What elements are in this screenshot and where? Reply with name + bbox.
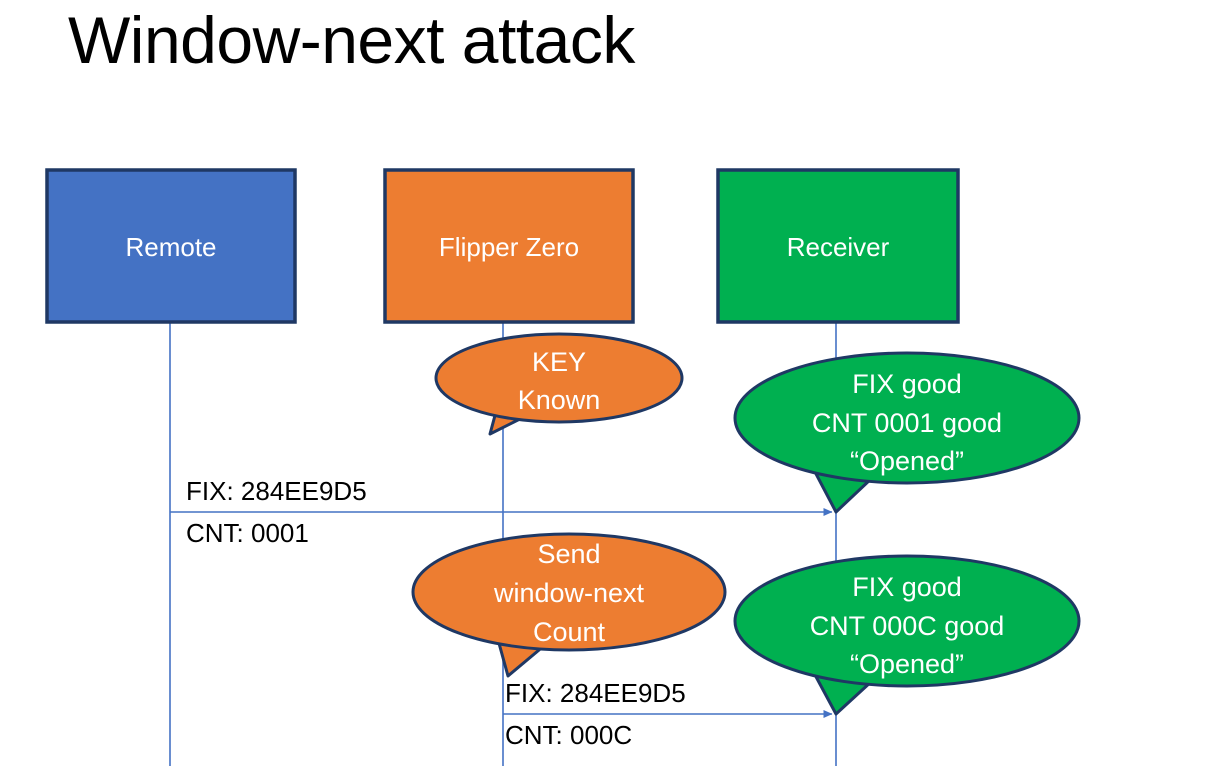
callout-key-known-line-1: KEY: [532, 347, 586, 377]
message-label-remote-fix: FIX: 284EE9D5: [186, 476, 367, 506]
message-label-flipper-cnt: CNT: 000C: [505, 720, 632, 750]
actor-remote-label: Remote: [125, 232, 216, 262]
message-label-remote-cnt: CNT: 0001: [186, 518, 309, 548]
actor-receiver[interactable]: Receiver: [716, 168, 960, 324]
callout-fix-good-000c-line-2: CNT 000C good: [810, 611, 1005, 641]
actor-flipper-zero-box[interactable]: [383, 168, 635, 324]
callout-send-window-next-count-line-2: window-next: [493, 578, 645, 608]
message-label-flipper-fix: FIX: 284EE9D5: [505, 678, 686, 708]
page-title: Window-next attack: [68, 3, 635, 77]
message-label-flipper-to-receiver: FIX: 284EE9D5 CNT: 000C: [505, 678, 686, 750]
callout-fix-good-0001-body[interactable]: [733, 351, 1081, 485]
callout-key-known-line-2: Known: [518, 385, 601, 415]
message-label-remote-to-receiver: FIX: 284EE9D5 CNT: 0001: [186, 476, 367, 548]
callout-key-known-body[interactable]: [434, 332, 684, 424]
callout-fix-good-0001-line-1: FIX good: [852, 369, 962, 399]
callout-send-window-next-count-line-3: Count: [533, 617, 606, 647]
callout-fix-good-0001-line-2: CNT 0001 good: [812, 408, 1002, 438]
callout-fix-good-000c[interactable]: FIX good CNT 000C good “Opened”: [733, 554, 1081, 716]
callout-send-window-next-count[interactable]: Send window-next Count: [411, 532, 727, 678]
messages-group: [170, 508, 833, 718]
callout-fix-good-000c-line-3: “Opened”: [850, 649, 964, 679]
callout-send-window-next-count-body[interactable]: [411, 532, 727, 652]
actor-receiver-label: Receiver: [787, 232, 890, 262]
callout-send-window-next-count-line-1: Send: [537, 539, 600, 569]
callout-fix-good-000c-line-1: FIX good: [852, 572, 962, 602]
actor-flipper-zero-label: Flipper Zero: [439, 232, 579, 262]
callout-fix-good-0001[interactable]: FIX good CNT 0001 good “Opened”: [733, 351, 1081, 514]
actor-remote[interactable]: Remote: [45, 168, 297, 324]
callout-key-known[interactable]: KEY Known: [434, 332, 684, 436]
actor-receiver-box[interactable]: [716, 168, 960, 324]
callout-fix-good-0001-line-3: “Opened”: [850, 446, 964, 476]
callout-fix-good-000c-body[interactable]: [733, 554, 1081, 688]
actor-remote-box[interactable]: [45, 168, 297, 324]
actor-flipper-zero[interactable]: Flipper Zero: [383, 168, 635, 324]
